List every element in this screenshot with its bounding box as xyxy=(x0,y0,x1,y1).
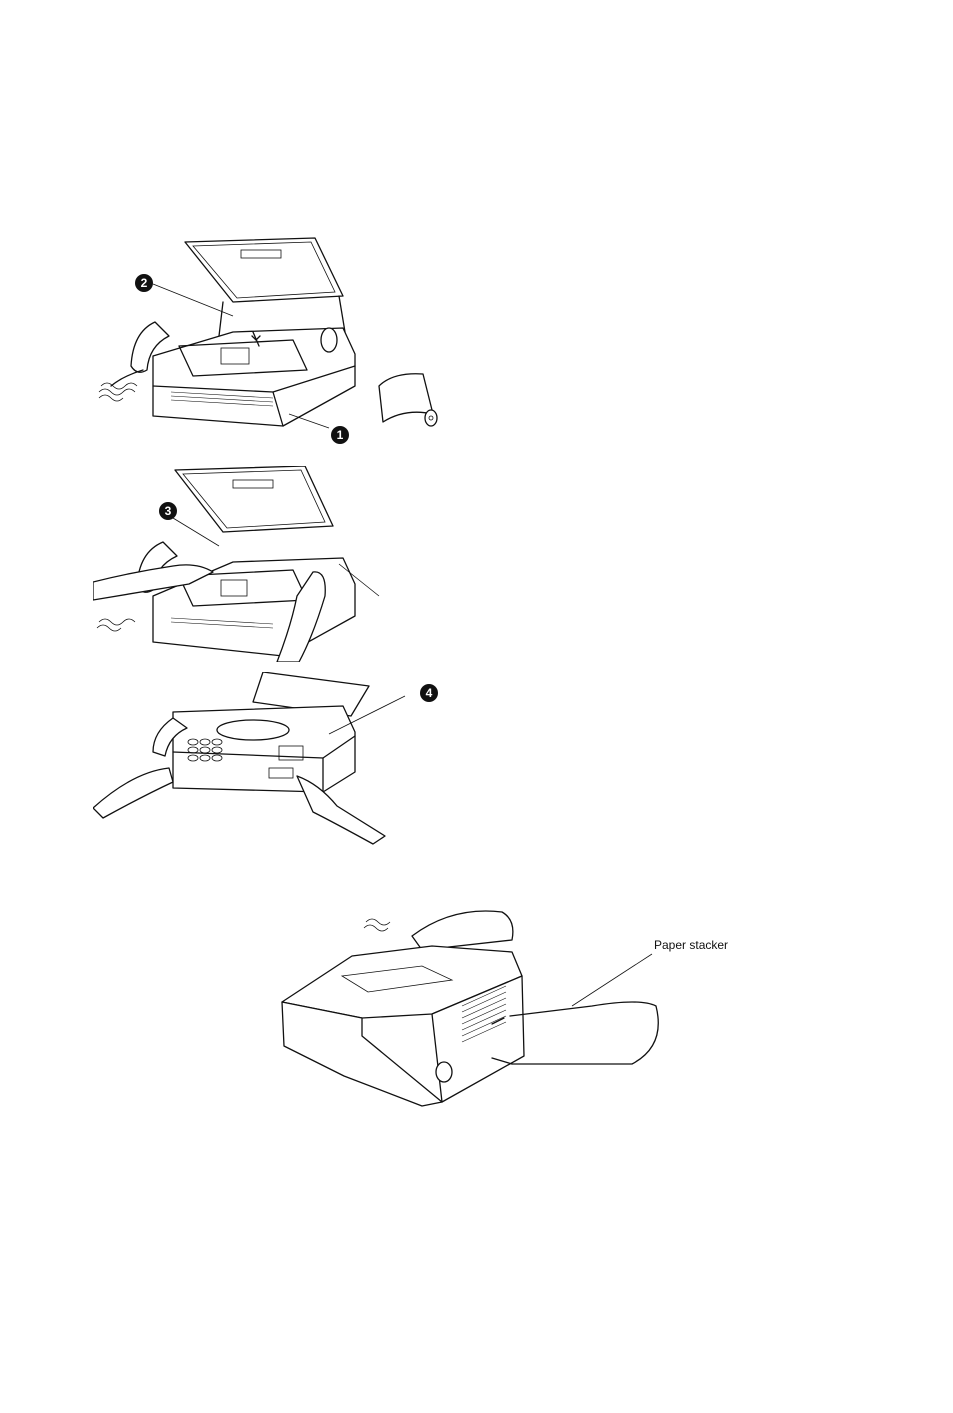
callout-4: 4 xyxy=(420,684,438,702)
callout-1: 1 xyxy=(331,426,349,444)
paper-stacker-label: Paper stacker xyxy=(654,938,728,952)
callout-2: 2 xyxy=(135,274,153,292)
fax-hands-illustration xyxy=(93,466,393,662)
paper-roll-icon xyxy=(379,374,437,426)
figure-insert-roll-hands: 3 xyxy=(93,466,393,662)
callout-3: 3 xyxy=(159,502,177,520)
figure-close-cover: 4 xyxy=(93,672,443,852)
fax-open-illustration xyxy=(93,236,453,456)
figure-open-unit-insert-roll: 2 1 xyxy=(93,236,453,456)
figure-paper-stacker: Paper stacker xyxy=(272,906,752,1116)
fax-closed-illustration xyxy=(93,672,443,852)
